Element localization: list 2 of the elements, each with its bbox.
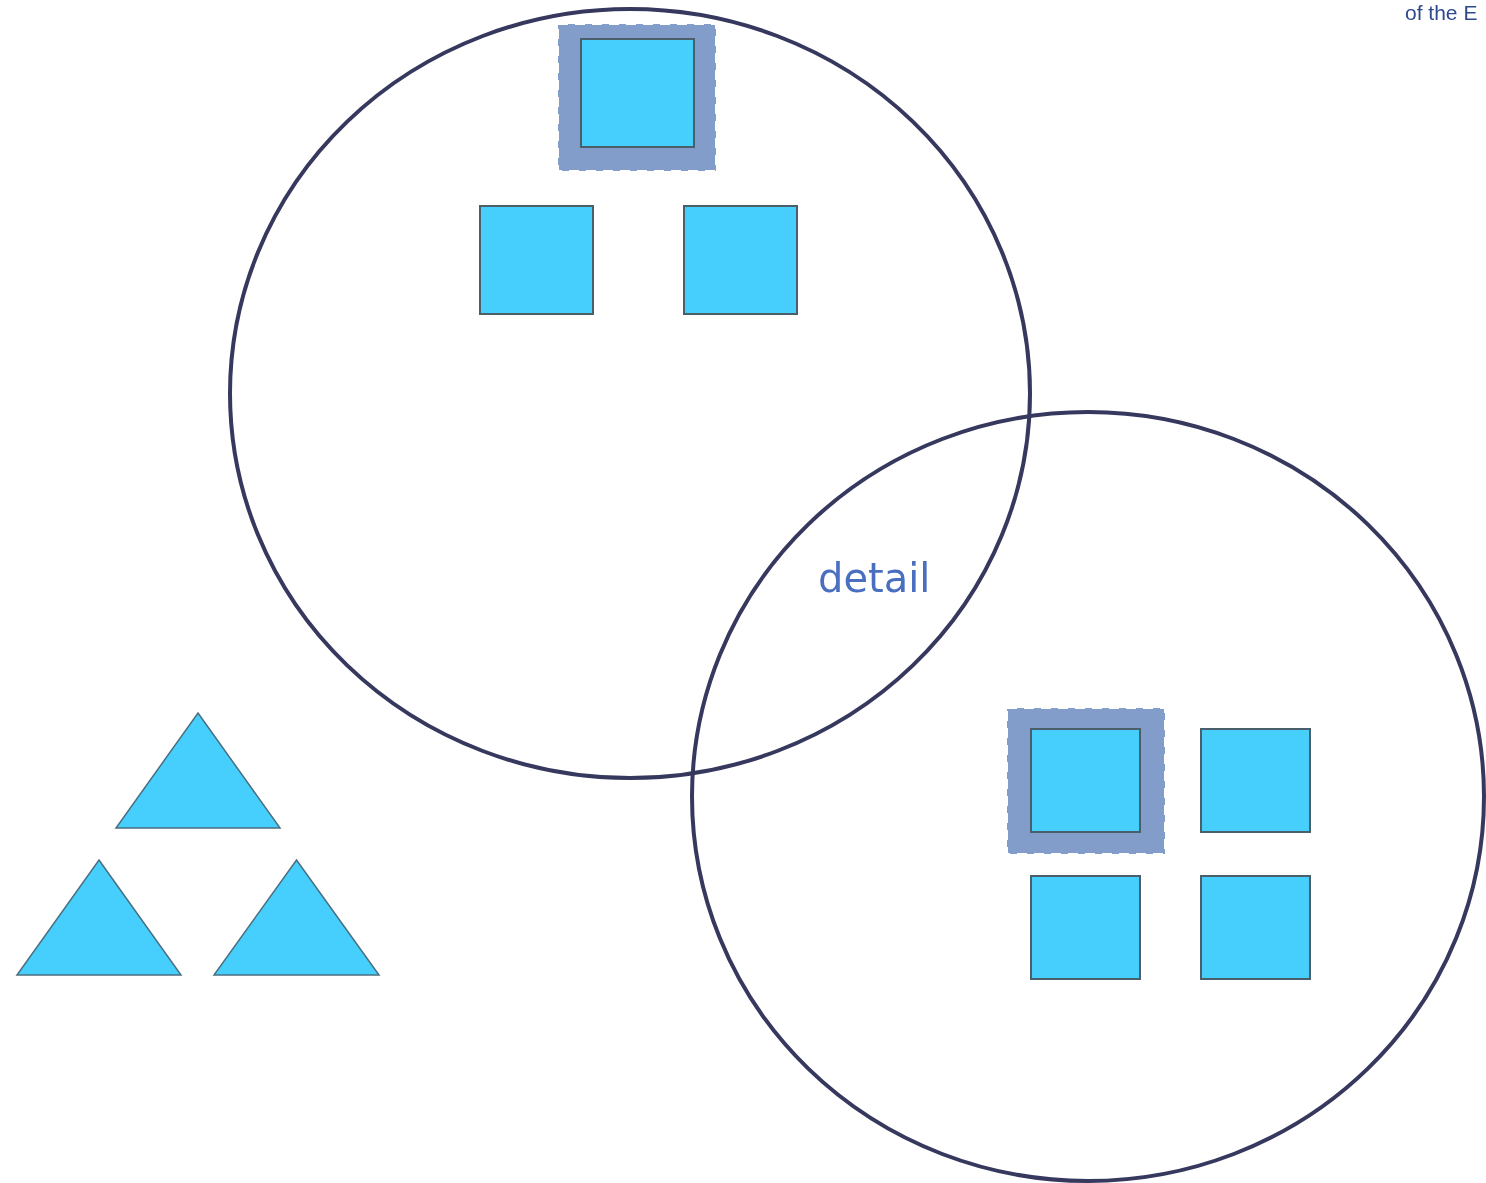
heading-fragment: of the E — [1405, 1, 1478, 25]
overlap-label: detail — [818, 556, 931, 600]
